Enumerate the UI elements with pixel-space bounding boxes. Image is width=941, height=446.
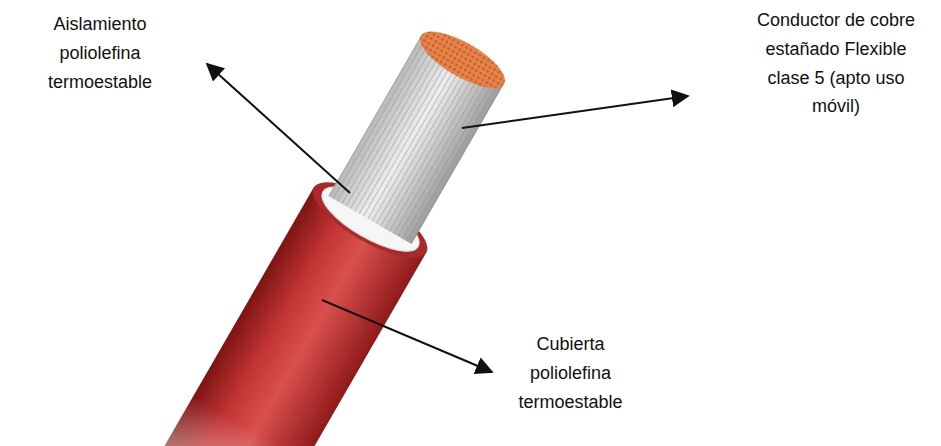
- copper-end: [412, 21, 512, 98]
- leader-arrow: [207, 64, 350, 193]
- leader-arrow: [462, 96, 688, 128]
- part-label: Conductor de cobre estañado Flexible cla…: [750, 6, 922, 121]
- part-label: Cubierta poliolefina termoestable: [508, 330, 633, 416]
- leader-arrow: [322, 300, 492, 372]
- copper-wires: [412, 21, 512, 98]
- part-label: Aislamiento poliolefina termoestable: [25, 10, 175, 96]
- cable-fade: [119, 393, 310, 446]
- cable: [119, 10, 531, 446]
